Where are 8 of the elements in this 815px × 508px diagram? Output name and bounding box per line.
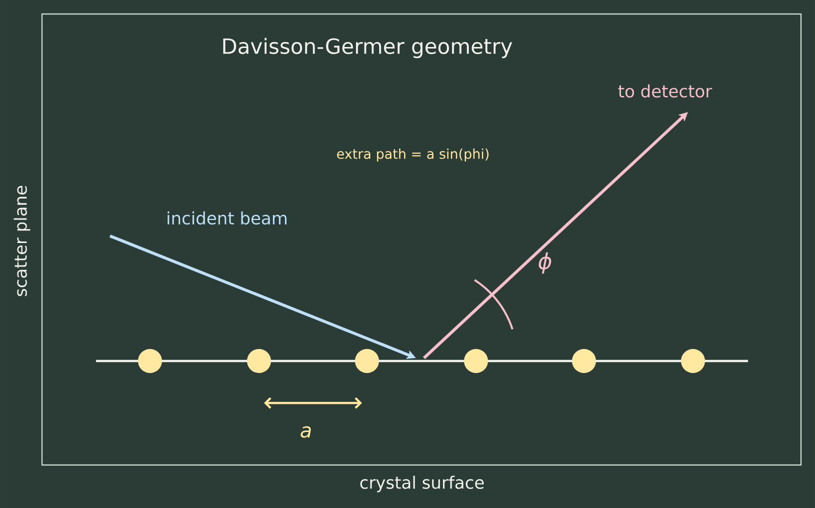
axis-label: crystal surface [360, 476, 484, 492]
title: Davisson-Germer geometry [223, 38, 512, 58]
beam-label: incident beam [168, 211, 286, 225]
axis-label: to detector [618, 84, 712, 98]
annotation: extra path = a sin(phi) [337, 148, 489, 162]
axis-label: scatter plane [14, 186, 30, 296]
angle-label: ϕ [538, 252, 552, 274]
dimension-label: a [300, 426, 311, 438]
